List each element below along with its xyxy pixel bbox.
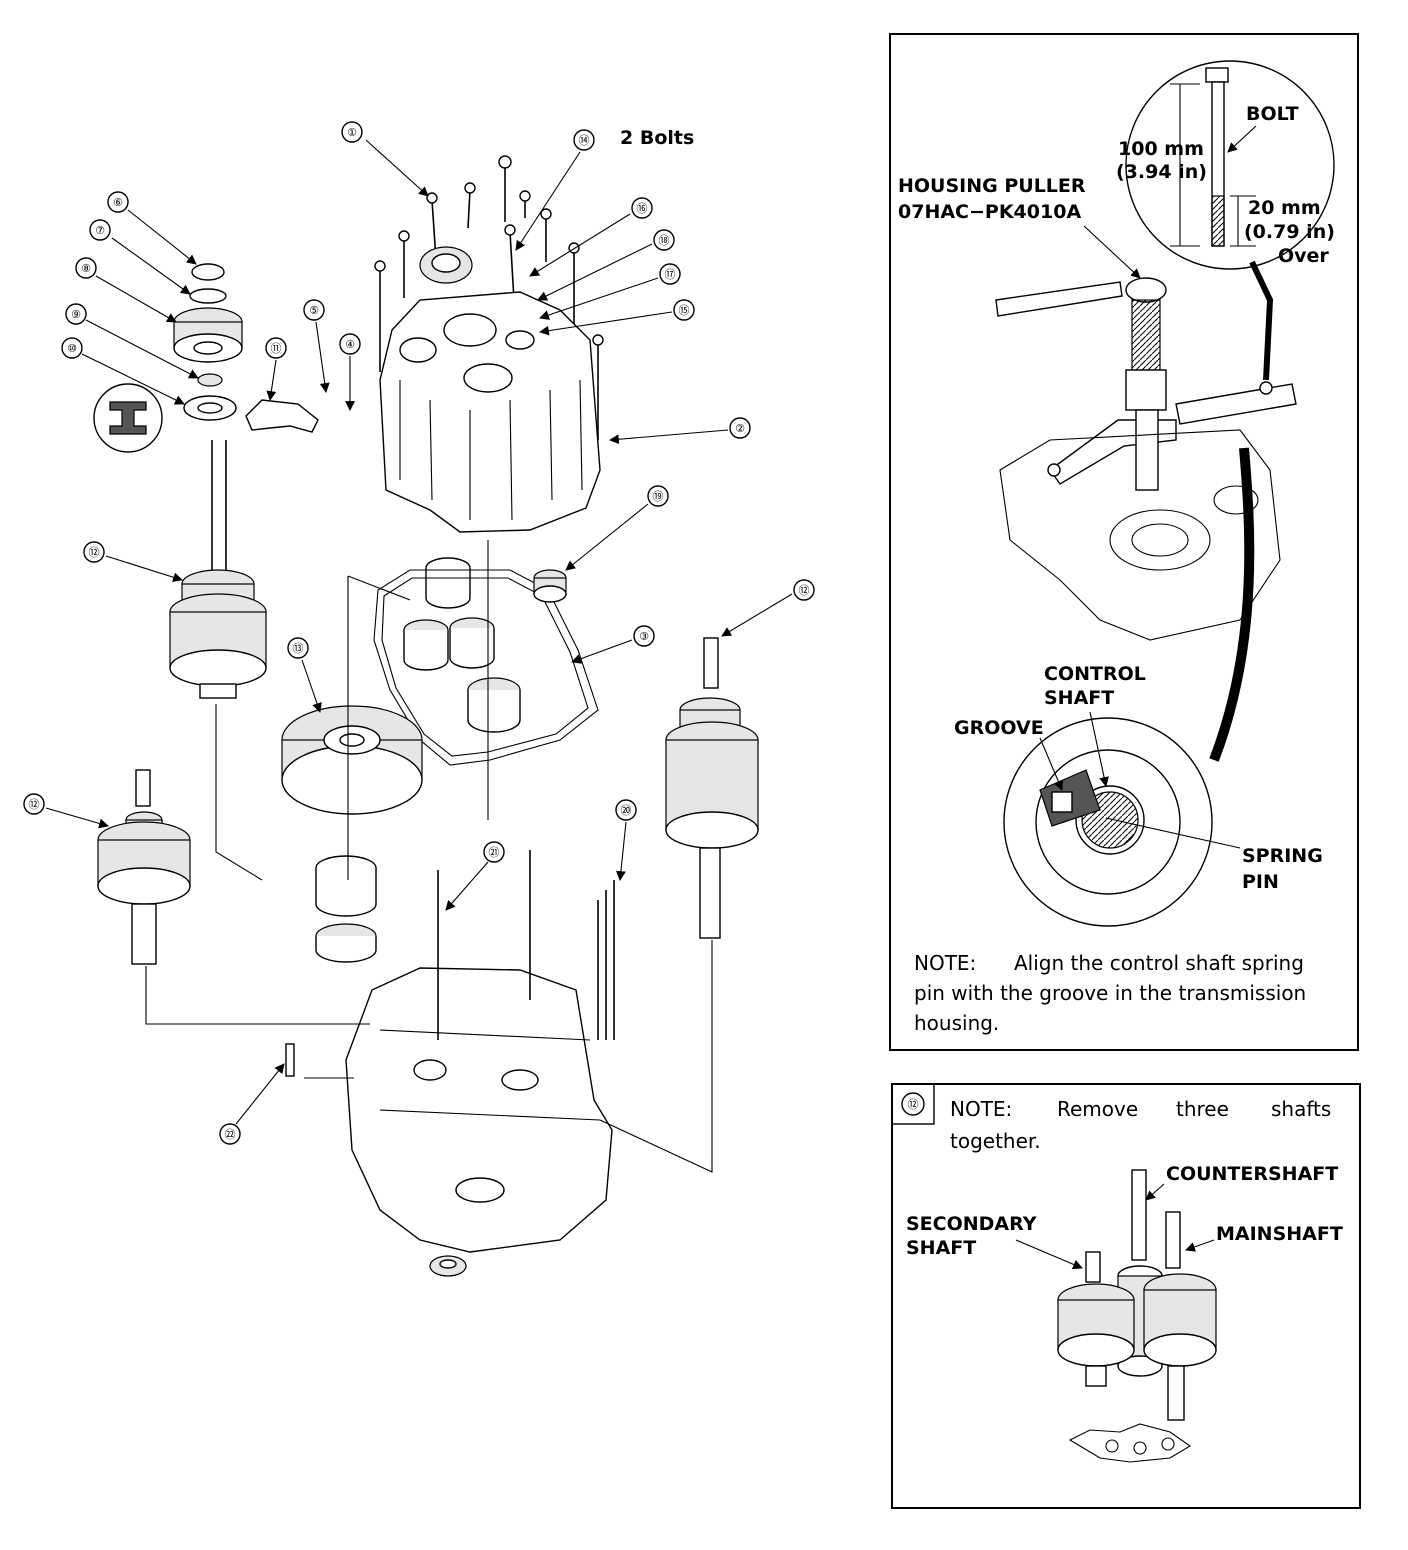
transmission-case bbox=[379, 291, 601, 533]
top-bearing bbox=[419, 246, 473, 284]
secondary-shaft-label: SHAFT bbox=[906, 1237, 976, 1259]
control-shaft-detail bbox=[1003, 717, 1213, 927]
callout-2-label: ② bbox=[735, 422, 745, 435]
callout-10-label: ⑩ bbox=[67, 342, 77, 355]
main-exploded-view: ① ② ③ ④ ⑤ ⑥ ⑦ bbox=[23, 121, 815, 1277]
callout-9-label: ⑨ bbox=[71, 308, 81, 321]
puller-tool bbox=[995, 277, 1297, 491]
groove-label: GROOVE bbox=[954, 717, 1044, 739]
shaft-label: SHAFT bbox=[1044, 687, 1114, 709]
callout-15-label: ⑮ bbox=[679, 304, 690, 317]
note-2-word-3: shafts bbox=[1271, 1097, 1331, 1121]
case-bolts bbox=[374, 155, 604, 440]
callout-12a-label: ⑫ bbox=[89, 546, 100, 559]
callout-4-label: ④ bbox=[345, 338, 355, 351]
three-shafts-sketch bbox=[1057, 1169, 1217, 1463]
inset-housing-puller: BOLT 100 mm (3.94 in) 20 mm (0.79 in) Ov… bbox=[889, 33, 1359, 1051]
snap-ring-symbol bbox=[93, 383, 163, 453]
callout-14-label: ⑭ bbox=[579, 134, 590, 147]
callout-13-label: ⑬ bbox=[293, 642, 304, 655]
housing-puller-label: HOUSING PULLER bbox=[898, 175, 1086, 197]
pin-label: PIN bbox=[1242, 871, 1279, 893]
note-1-line1: Align the control shaft spring bbox=[1014, 951, 1304, 975]
mainshaft-right bbox=[665, 637, 759, 939]
callout-1-label: ① bbox=[347, 126, 357, 139]
callout-7-label: ⑦ bbox=[95, 224, 105, 237]
bolt-detail-circle bbox=[1125, 60, 1335, 270]
callouts: ① ② ③ ④ ⑤ ⑥ ⑦ bbox=[23, 121, 815, 1145]
left-shaft-stack bbox=[169, 263, 319, 699]
inset-three-shafts: ⑫ NOTE: Remove three shafts together. CO… bbox=[891, 1083, 1361, 1509]
assembly-lines bbox=[145, 540, 713, 1173]
mainshaft-label: MAINSHAFT bbox=[1216, 1223, 1343, 1245]
secondary-shaft-lower bbox=[97, 769, 191, 965]
length-mm: 100 mm bbox=[1118, 138, 1204, 160]
thread-over: Over bbox=[1278, 245, 1329, 267]
note-2-word-1: Remove bbox=[1057, 1097, 1138, 1121]
callout-20-label: ⑳ bbox=[621, 804, 632, 817]
callout-19-label: ⑲ bbox=[653, 490, 664, 503]
differential-gear-13 bbox=[281, 705, 423, 963]
bearing-stack bbox=[403, 557, 521, 733]
note-1-line3: housing. bbox=[914, 1011, 999, 1035]
note-2-word-2: three bbox=[1176, 1097, 1229, 1121]
length-in: (3.94 in) bbox=[1116, 161, 1207, 183]
housing-sketch bbox=[999, 429, 1281, 641]
thread-mm: 20 mm bbox=[1248, 197, 1321, 219]
countershaft-label: COUNTERSHAFT bbox=[1166, 1163, 1338, 1185]
gear-19 bbox=[533, 569, 567, 603]
note-1-line2: pin with the groove in the transmission bbox=[914, 981, 1306, 1005]
note-2-label: NOTE: bbox=[950, 1097, 1012, 1121]
gasket bbox=[373, 569, 599, 766]
tool-number: 07HAC−PK4010A bbox=[898, 201, 1081, 223]
callout-16-label: ⑯ bbox=[637, 202, 648, 215]
transmission-housing bbox=[285, 850, 615, 1277]
callout-6-label: ⑥ bbox=[113, 196, 123, 209]
callout-18-label: ⑱ bbox=[659, 234, 670, 247]
callout-3-label: ③ bbox=[639, 630, 649, 643]
callout-8-label: ⑧ bbox=[81, 262, 91, 275]
inset-2-number: ⑫ bbox=[908, 1098, 919, 1111]
callout-21-label: ㉑ bbox=[489, 846, 500, 859]
callout-1 bbox=[341, 121, 363, 143]
secondary-label: SECONDARY bbox=[906, 1213, 1037, 1235]
control-label: CONTROL bbox=[1044, 663, 1146, 685]
bolts-note: 2 Bolts bbox=[620, 127, 694, 149]
callout-12c-label: ⑫ bbox=[29, 798, 40, 811]
note-2-line2: together. bbox=[950, 1129, 1041, 1153]
callout-11-label: ⑪ bbox=[271, 342, 282, 355]
callout-12b-label: ⑫ bbox=[799, 584, 810, 597]
note-1-label: NOTE: bbox=[914, 951, 976, 975]
bolt-label: BOLT bbox=[1246, 103, 1299, 125]
thread-in: (0.79 in) bbox=[1244, 221, 1335, 243]
callout-5-label: ⑤ bbox=[309, 304, 319, 317]
callout-22-label: ㉒ bbox=[225, 1128, 236, 1141]
callout-17-label: ⑰ bbox=[665, 268, 676, 281]
spring-label: SPRING bbox=[1242, 845, 1323, 867]
